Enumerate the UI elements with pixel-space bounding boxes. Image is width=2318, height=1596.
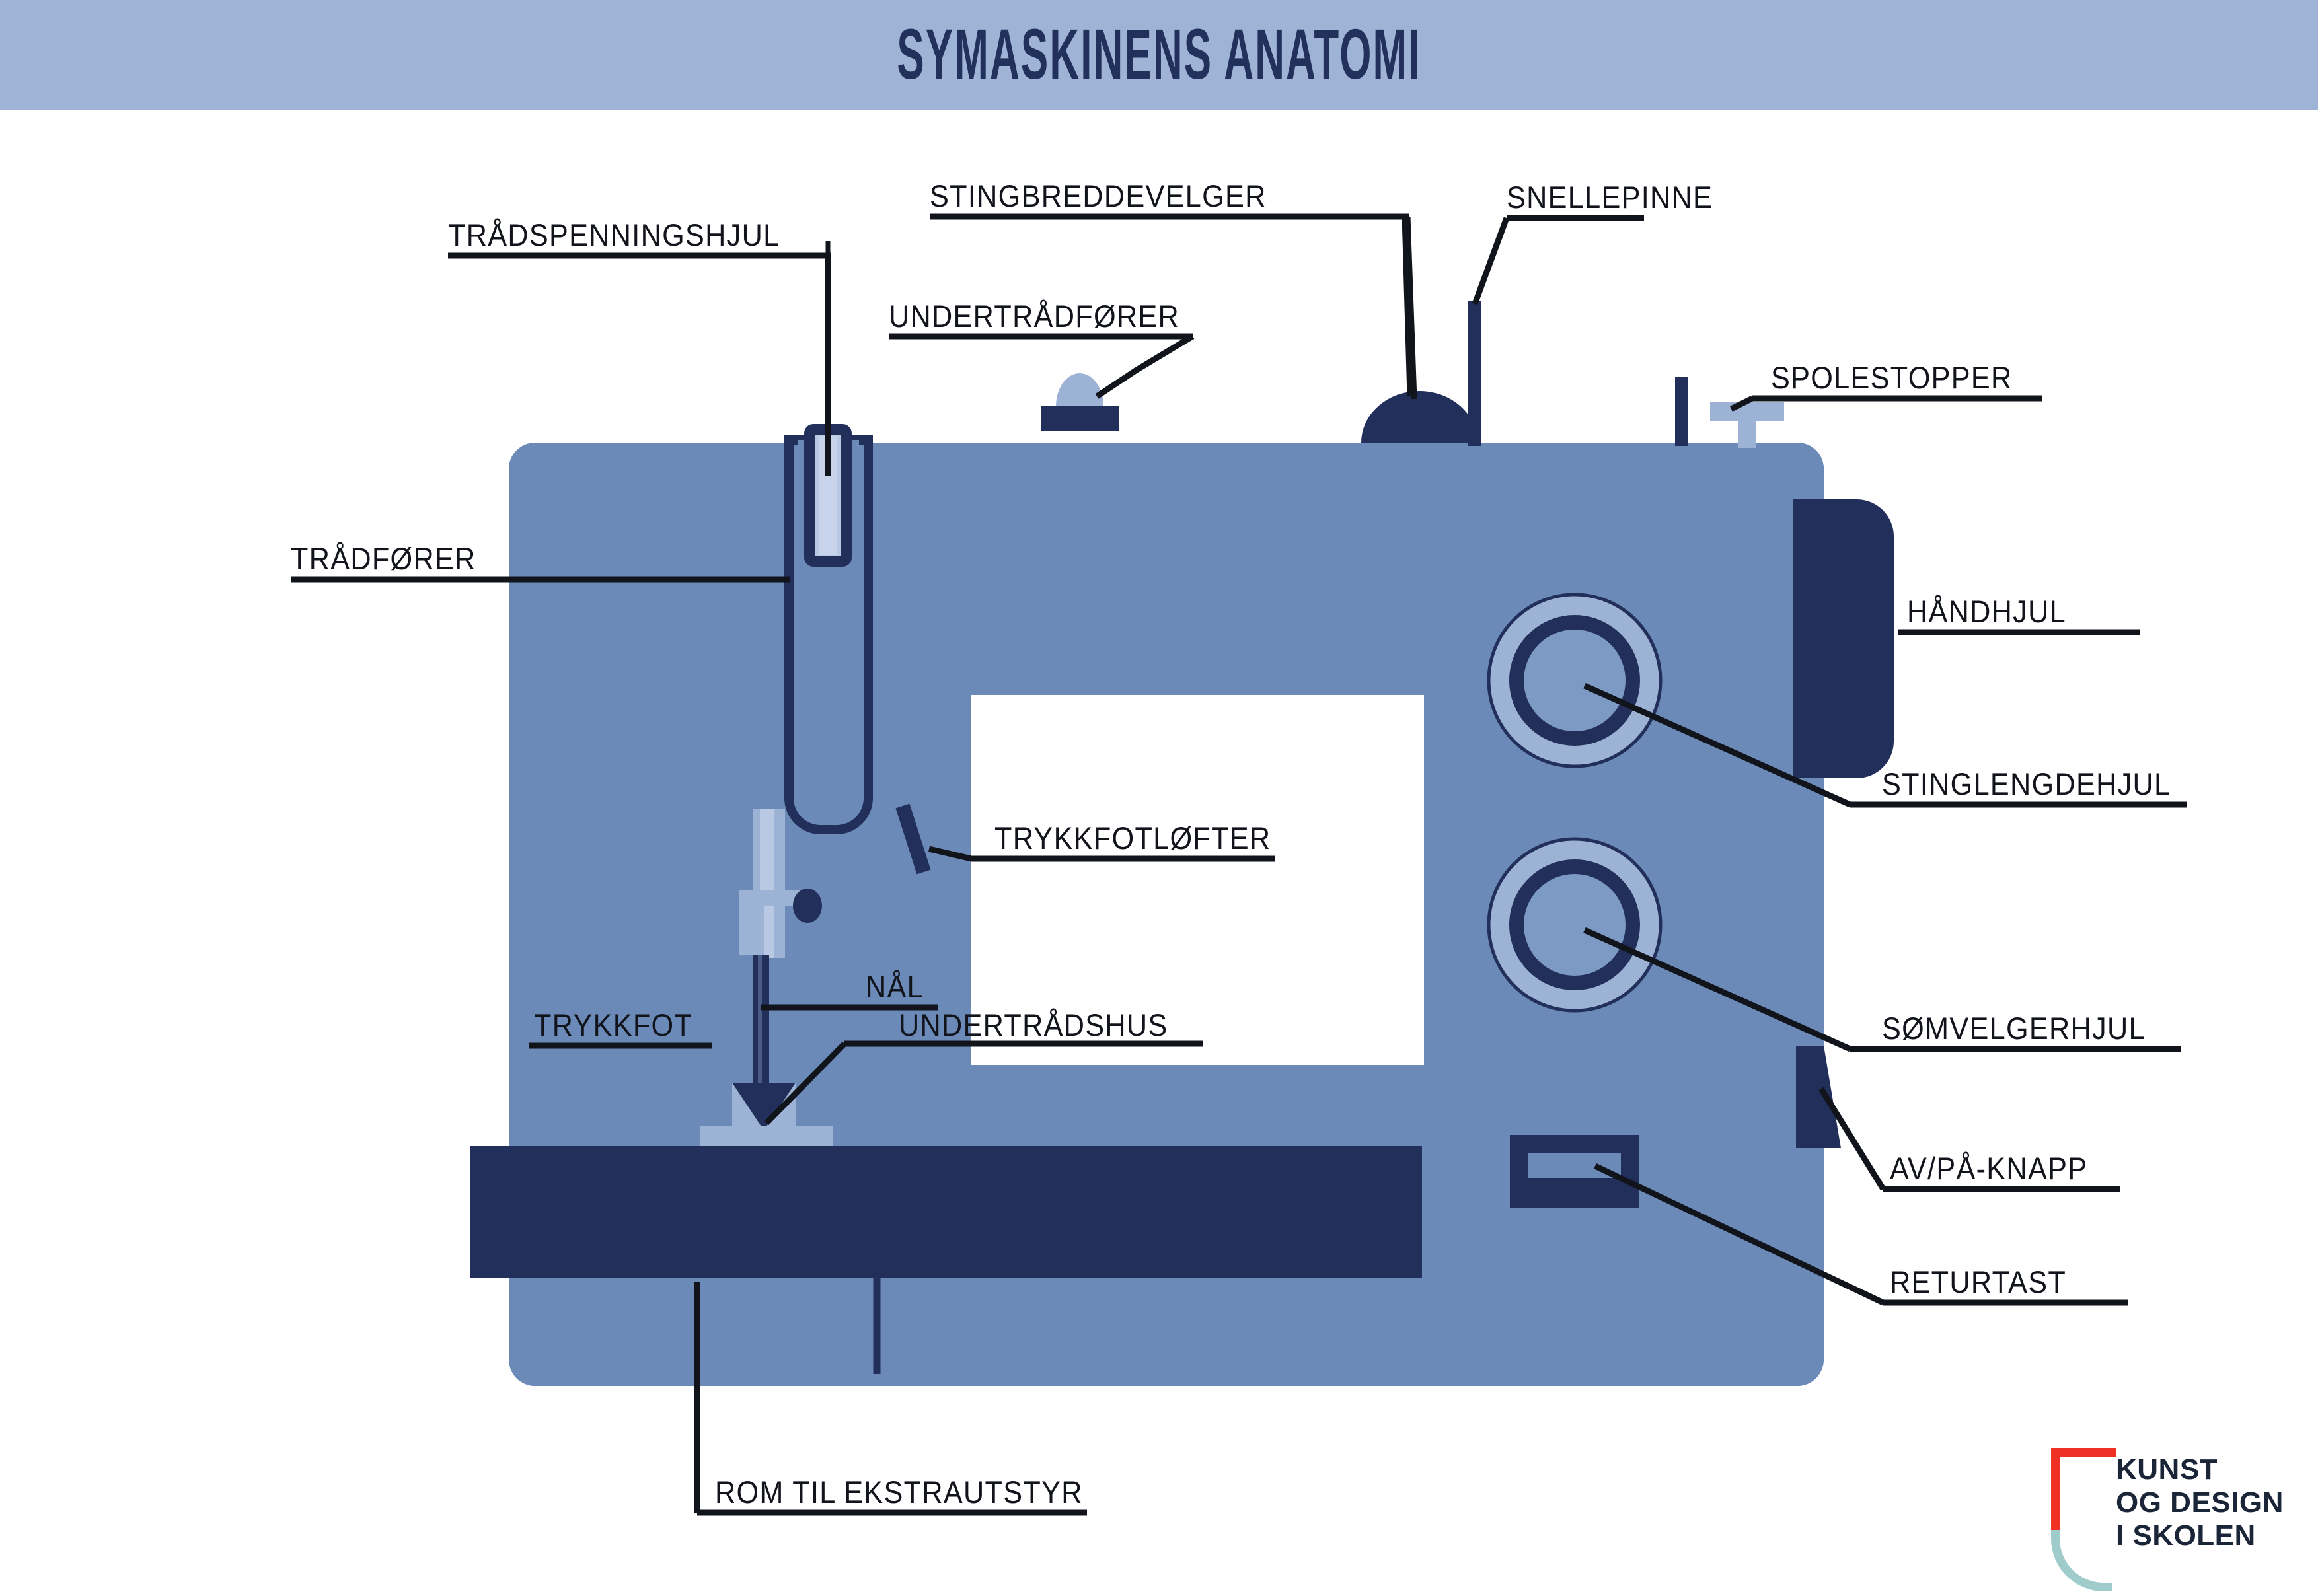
spool-pin-shape (1468, 301, 1481, 446)
stitch-selector-knob (1487, 837, 1663, 1013)
logo-line-1: KUNST (2116, 1453, 2218, 1486)
logo-line-2: OG DESIGN (2116, 1486, 2284, 1519)
page-title: SYMASKINENS ANATOMI (897, 15, 1421, 94)
presser-foot-lifter-shape (895, 803, 931, 875)
label-tradforer: TRÅDFØRER (291, 541, 476, 576)
bobbin-case-plate (700, 1126, 833, 1146)
label-undertradforer: UNDERTRÅDFØRER (889, 299, 1180, 334)
label-rom-til-ekstrautstyr: ROM TIL EKSTRAUTSTYR (715, 1474, 1083, 1509)
power-switch-shape (1796, 1046, 1841, 1148)
label-tradspenningshjul: TRÅDSPENNINGSHJUL (448, 217, 780, 252)
label-snellepinne: SNELLEPINNE (1507, 180, 1713, 215)
logo-wordmark: KUNST OG DESIGN I SKOLEN (2116, 1453, 2284, 1552)
label-spolestopper: SPOLESTOPPER (1771, 360, 2013, 395)
label-somvelgerhjul: SØMVELGERHJUL (1882, 1011, 2146, 1046)
label-nal: NÅL (866, 969, 924, 1004)
machine-bed (470, 1146, 1422, 1278)
label-trykkfot: TRYKKFOT (534, 1007, 693, 1042)
label-trykkfotlofter: TRYKKFOTLØFTER (994, 820, 1271, 855)
label-stingbreddevelger: STINGBREDDEVELGER (930, 178, 1267, 213)
label-returtast: RETURTAST (1890, 1264, 2067, 1299)
stitch-width-dial-shape (1361, 391, 1477, 443)
reverse-button (1510, 1135, 1639, 1208)
label-avpa-knapp: AV/PÅ-KNAPP (1890, 1151, 2088, 1186)
label-undertradshus: UNDERTRÅDSHUS (899, 1007, 1168, 1042)
logo-line-3: I SKOLEN (2116, 1519, 2256, 1552)
label-handhjul: HÅNDHJUL (1907, 594, 2066, 629)
bobbin-thread-guide (1041, 373, 1119, 431)
label-stinglengdehjul: STINGLENGDEHJUL (1882, 766, 2171, 801)
bobbin-winder-pin-shape (1675, 377, 1688, 446)
logo-bracket-icon (2051, 1448, 2116, 1536)
header-band (0, 0, 2318, 110)
logo: KUNST OG DESIGN I SKOLEN (2046, 1445, 2310, 1591)
leader-lines (291, 213, 2187, 1516)
stitch-length-knob (1487, 593, 1663, 768)
bobbin-stopper-shape (1710, 402, 1784, 448)
needle-bar-assembly (732, 809, 822, 1130)
handwheel-shape (1793, 499, 1894, 778)
logo-arc-icon (2051, 1530, 2112, 1591)
